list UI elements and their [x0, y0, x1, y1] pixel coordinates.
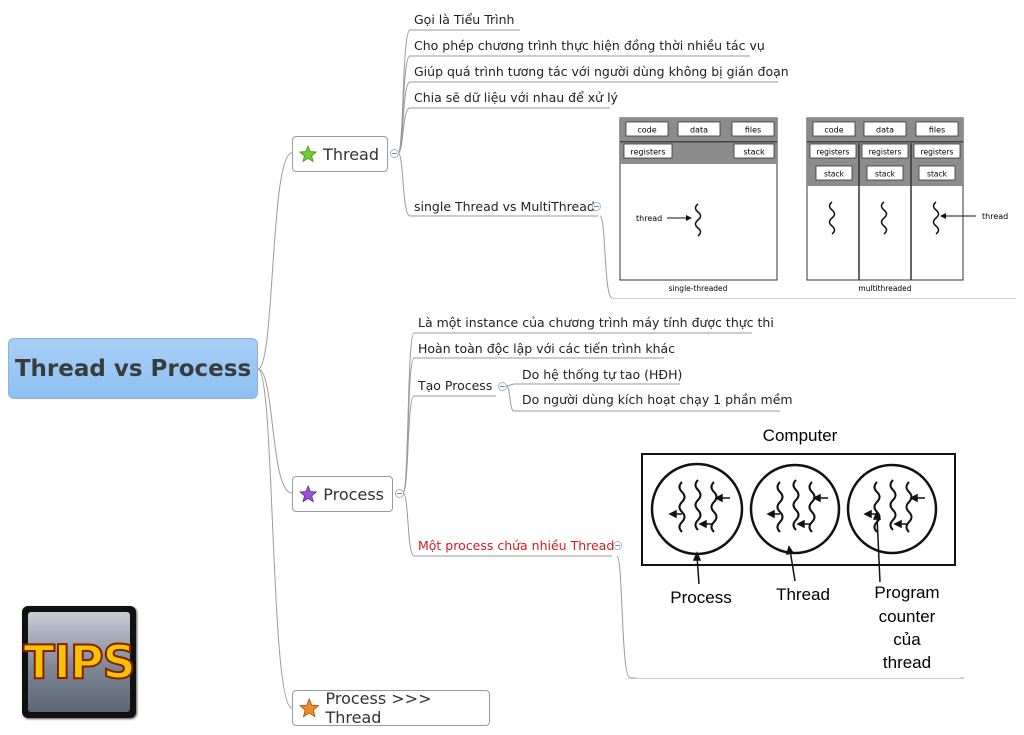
process-item-contains-threads[interactable]: Một process chứa nhiều Thread: [418, 538, 615, 553]
program-counter-label-line3: của: [893, 630, 921, 649]
single-stack-label: stack: [743, 148, 765, 157]
tips-logo: TIPS: [22, 606, 137, 718]
multi-registers-label-2: registers: [869, 148, 902, 157]
thread-item-2[interactable]: Cho phép chương trình thực hiện đồng thờ…: [414, 38, 765, 53]
thread-item-3[interactable]: Giúp quá trình tương tác với người dùng …: [414, 64, 789, 79]
topic-process-vs-thread[interactable]: Process >>> Thread: [292, 689, 490, 727]
collapse-toggle-thread[interactable]: [390, 149, 399, 158]
process-label: Process: [670, 588, 731, 607]
create-item-1[interactable]: Do hệ thống tự tao (HĐH): [522, 367, 683, 382]
multi-registers-label-1: registers: [817, 148, 850, 157]
multi-registers-label-3: registers: [921, 148, 954, 157]
tips-logo-text: TIPS: [22, 634, 136, 690]
collapse-toggle-process[interactable]: [395, 489, 404, 498]
root-topic-label: Thread vs Process: [14, 355, 252, 382]
thread-item-single-vs-multi[interactable]: single Thread vs MultiThread: [414, 199, 595, 214]
create-item-2[interactable]: Do người dùng kích hoạt chạy 1 phần mềm: [522, 392, 793, 407]
topic-thread[interactable]: Thread: [292, 136, 388, 172]
topic-thread-label: Thread: [323, 144, 379, 164]
collapse-toggle-create-process[interactable]: [498, 382, 507, 391]
single-threaded-caption: single-threaded: [669, 284, 728, 293]
process-item-create[interactable]: Tạo Process: [418, 378, 493, 393]
topic-process-vs-thread-label: Process >>> Thread: [325, 689, 432, 727]
thread-item-1[interactable]: Gọi là Tiểu Trình: [414, 12, 515, 27]
computer-title: Computer: [763, 426, 838, 445]
multi-stack-label-2: stack: [875, 170, 896, 179]
thread-item-4[interactable]: Chia sẽ dữ liệu với nhau để xử lý: [414, 90, 618, 105]
program-counter-label-line4: thread: [883, 653, 931, 672]
thread-diagram: code data files registers stack thread s…: [612, 112, 1016, 298]
multithreaded-caption: multithreaded: [858, 284, 911, 293]
single-code-label: code: [637, 126, 656, 135]
multi-stack-label-3: stack: [927, 170, 948, 179]
single-registers-label: registers: [630, 148, 665, 157]
root-topic[interactable]: Thread vs Process: [8, 338, 258, 399]
topic-process[interactable]: Process: [292, 476, 393, 512]
multi-stack-label-1: stack: [824, 170, 845, 179]
program-counter-label-line1: Program: [874, 583, 939, 602]
single-files-label: files: [745, 126, 761, 135]
multi-thread-label: thread: [982, 212, 1008, 221]
collapse-toggle-contains-threads[interactable]: [613, 541, 622, 550]
thread-label: Thread: [776, 585, 830, 604]
process-item-2[interactable]: Hoàn toàn độc lập với các tiến trình khá…: [418, 341, 676, 356]
multi-code-label: code: [824, 126, 843, 135]
single-thread-label: thread: [636, 214, 662, 223]
process-diagram: Computer: [636, 416, 960, 678]
process-item-1[interactable]: Là một instance của chương trình máy tín…: [418, 315, 774, 330]
collapse-toggle-single-multi[interactable]: [592, 202, 601, 211]
multi-data-label: data: [876, 126, 894, 135]
orange-star-icon: [299, 697, 320, 718]
multi-files-label: files: [929, 126, 945, 135]
topic-process-label: Process: [323, 484, 384, 504]
purple-star-icon: [299, 484, 318, 503]
green-star-icon: [299, 145, 318, 163]
program-counter-label-line2: counter: [879, 607, 936, 626]
single-data-label: data: [690, 126, 708, 135]
